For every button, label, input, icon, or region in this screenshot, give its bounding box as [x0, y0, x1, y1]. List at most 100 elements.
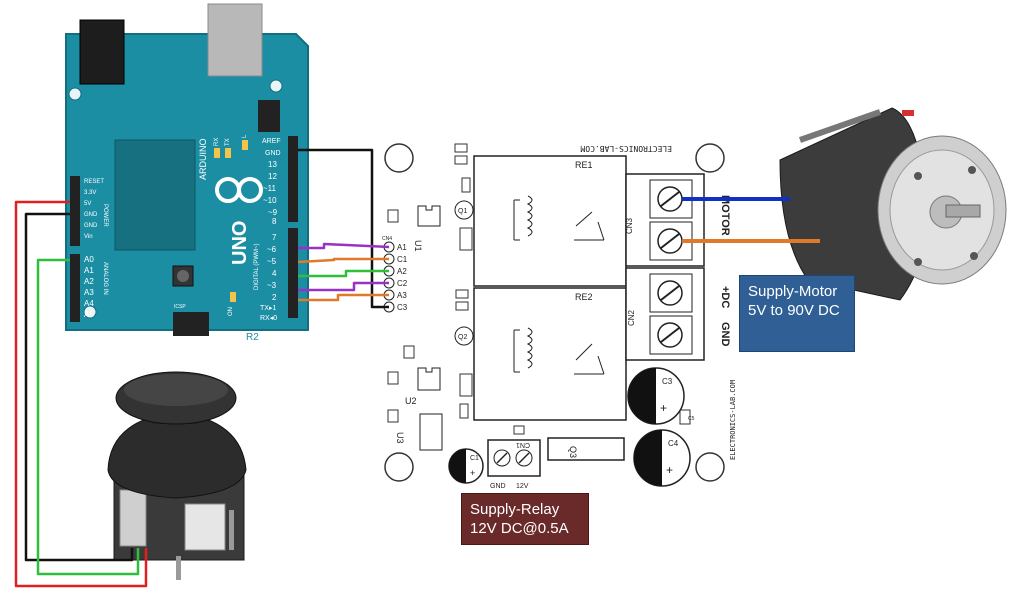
digital-label: DIGITAL (PWM~)	[254, 243, 260, 290]
supply-relay-title: Supply-Relay	[470, 501, 560, 518]
smd-part	[679, 409, 691, 425]
motor-screw	[914, 172, 922, 180]
c5-label: C5	[688, 416, 695, 422]
cn2-screw-1-slot	[660, 285, 680, 301]
on-label: ON	[228, 307, 234, 316]
board-hole	[384, 452, 414, 482]
cn2-screw-2-slot	[660, 327, 680, 343]
joystick-cap-top	[124, 374, 228, 406]
wire-black-common	[298, 148, 389, 309]
pin-4: 4	[272, 269, 277, 278]
pin-3v3: 3.3V	[84, 190, 96, 196]
capacitor-c4: C4 +	[633, 429, 691, 487]
q3-label: Q3	[568, 446, 578, 458]
supply-motor-range: 5V to 90V DC	[748, 302, 840, 319]
q1-label: Q1	[458, 208, 467, 215]
board-hole	[695, 143, 725, 173]
tx-led	[225, 148, 231, 158]
pin-gnd-1: GND	[84, 212, 98, 218]
smd-part	[454, 143, 468, 153]
cn4-header	[383, 241, 395, 313]
c4-stripe	[634, 430, 662, 486]
arduino-brand: ARDUINO	[198, 138, 208, 180]
main-chip	[114, 139, 196, 251]
cn3-screw-1-slot	[660, 191, 680, 207]
supply-motor-callout: Supply-Motor 5V to 90V DC	[739, 275, 855, 352]
motor-screw	[970, 252, 978, 260]
motor-screw	[968, 166, 976, 174]
cn1-label: CN1	[516, 441, 530, 448]
board-hole	[384, 143, 414, 173]
pin-a4: A4	[84, 299, 94, 308]
relay-1-coil-frame	[513, 199, 520, 241]
c1-label: C1	[470, 455, 479, 462]
icsp-header-top	[258, 100, 280, 132]
joystick-switch	[184, 503, 226, 551]
relay-1	[473, 155, 627, 287]
board-hole	[695, 452, 725, 482]
capacitor-c3: C3 +	[627, 367, 685, 425]
smd-part	[455, 301, 469, 311]
relay-2-coil	[526, 327, 533, 369]
smd-part	[461, 177, 471, 193]
cn1-gnd-label: GND	[490, 483, 506, 490]
u3-label: U3	[395, 432, 405, 444]
rx-led	[214, 148, 220, 158]
pin-6: ~6	[267, 245, 277, 254]
power-jack	[79, 19, 125, 85]
c4-label: C4	[668, 439, 679, 448]
wire-green-a0	[36, 258, 140, 576]
cn1-screw-2-slot	[518, 452, 530, 464]
smd-part	[454, 155, 468, 165]
mount-hole	[68, 87, 82, 101]
joystick-pin	[176, 556, 181, 580]
rx-label: RX	[214, 138, 220, 146]
arduino-revision: R2	[246, 332, 259, 343]
pin-aref: AREF	[262, 138, 281, 145]
pin-12: 12	[268, 172, 277, 181]
ic-u2	[417, 367, 441, 391]
motor-wire-stub	[902, 110, 914, 116]
smd-part	[403, 345, 415, 359]
supply-relay-rating: 12V DC@0.5A	[470, 520, 569, 537]
smd-part	[387, 209, 399, 223]
pin-7: 7	[272, 233, 277, 242]
ic-u3	[419, 413, 443, 451]
smd-part	[459, 403, 469, 419]
mount-hole	[83, 305, 97, 319]
smd-part	[387, 371, 399, 385]
pin-9: ~9	[268, 208, 278, 217]
dc-motor	[779, 107, 1007, 301]
smd-part	[513, 425, 525, 435]
l-label: L	[242, 134, 248, 138]
transistor-q1	[454, 200, 474, 220]
icsp-label: ICSP	[174, 304, 186, 310]
wires	[14, 148, 820, 588]
relay-2-contact	[574, 343, 605, 375]
cn3-screw-2-slot	[660, 233, 680, 249]
transistor-q2	[454, 326, 474, 346]
smd-part	[387, 409, 399, 423]
relay-1-label: RE1	[575, 160, 593, 170]
pin-a0: A0	[84, 255, 94, 264]
cn4-label: CN4	[382, 236, 392, 242]
diode	[459, 373, 473, 397]
c1-stripe	[449, 449, 466, 483]
pin-a5: A5	[84, 310, 94, 319]
ic-u1	[417, 205, 441, 227]
arduino-uno-board: ARDUINO UNO R2 RX TX L ON ICSP AREF GND …	[65, 3, 309, 343]
wire-purple-a1	[298, 242, 390, 250]
joystick-module	[107, 371, 247, 580]
pin-vin: Vin	[84, 234, 93, 240]
motor-shaft	[945, 204, 981, 218]
header-pin-c1: C1	[397, 255, 408, 264]
joystick-pin	[229, 510, 234, 550]
on-led	[230, 292, 236, 302]
c3-label: C3	[662, 377, 673, 386]
analog-label: ANALOG IN	[102, 262, 108, 295]
cn2-label: CN2	[627, 309, 636, 326]
cn1-screw-1-slot	[496, 452, 508, 464]
pin-5: ~5	[267, 257, 277, 266]
header-pin-a2: A2	[397, 267, 407, 276]
